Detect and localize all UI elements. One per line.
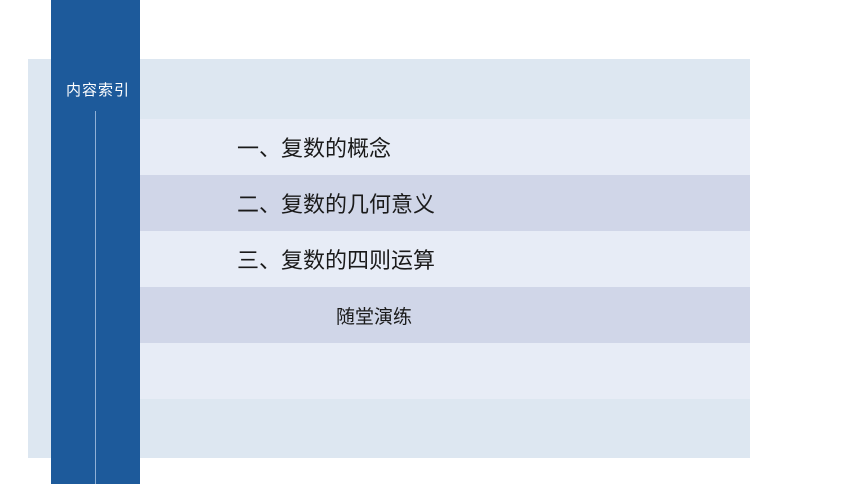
menu-item-label: 三、复数的四则运算 bbox=[237, 249, 436, 274]
menu-item-label: 一、复数的概念 bbox=[237, 137, 392, 162]
empty-row bbox=[140, 343, 750, 399]
menu-item-practice[interactable]: 随堂演练 bbox=[140, 287, 750, 343]
menu-list: 一、复数的概念 二、复数的几何意义 三、复数的四则运算 随堂演练 bbox=[140, 119, 750, 455]
sidebar-divider bbox=[95, 111, 96, 484]
sidebar: 内容索引 bbox=[51, 0, 140, 484]
empty-row bbox=[140, 399, 750, 455]
menu-item-operations[interactable]: 三、复数的四则运算 bbox=[140, 231, 750, 287]
menu-item-label: 二、复数的几何意义 bbox=[237, 193, 436, 218]
menu-item-label: 随堂演练 bbox=[336, 305, 413, 328]
menu-item-geometry[interactable]: 二、复数的几何意义 bbox=[140, 175, 750, 231]
sidebar-title: 内容索引 bbox=[66, 81, 131, 99]
menu-item-concept[interactable]: 一、复数的概念 bbox=[140, 119, 750, 175]
